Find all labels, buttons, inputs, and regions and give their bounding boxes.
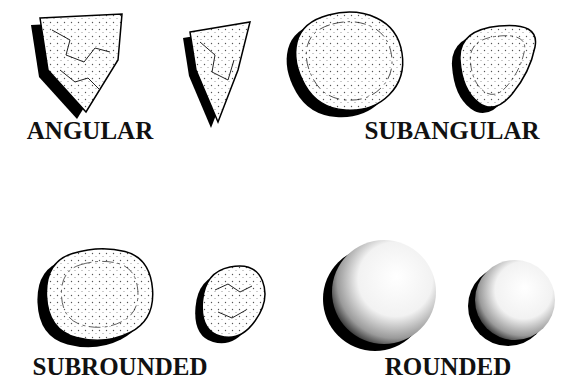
class-label: ANGULAR	[27, 116, 153, 145]
class-label: ROUNDED	[385, 352, 511, 381]
pebble-body	[475, 260, 555, 340]
class-label: SUBROUNDED	[32, 352, 207, 381]
pebble-body	[40, 14, 122, 112]
pebble-body	[332, 240, 436, 344]
class-label: SUBANGULAR	[364, 116, 539, 145]
pebble-texture	[52, 30, 110, 62]
subangular-pebble	[287, 12, 403, 117]
pebble-texture	[60, 70, 100, 90]
subrounded-pebble	[195, 266, 265, 343]
pebble-texture	[218, 310, 246, 318]
pebble-body	[46, 249, 152, 341]
pebble-texture	[306, 22, 392, 100]
subrounded-pebble	[37, 249, 152, 348]
pebble-body	[190, 22, 250, 122]
angular-pebble	[31, 14, 122, 119]
pebble-texture	[215, 284, 252, 292]
pebble-texture	[61, 261, 138, 327]
pebble-texture	[200, 42, 234, 80]
pebble-body	[202, 266, 265, 337]
pebble-texture	[470, 36, 524, 95]
angular-pebble	[183, 22, 250, 128]
rounded-pebble	[468, 260, 555, 346]
subangular-pebble	[452, 25, 536, 113]
pebble-body	[296, 12, 403, 110]
pebble-body	[460, 25, 536, 107]
rounded-pebble	[323, 240, 436, 351]
